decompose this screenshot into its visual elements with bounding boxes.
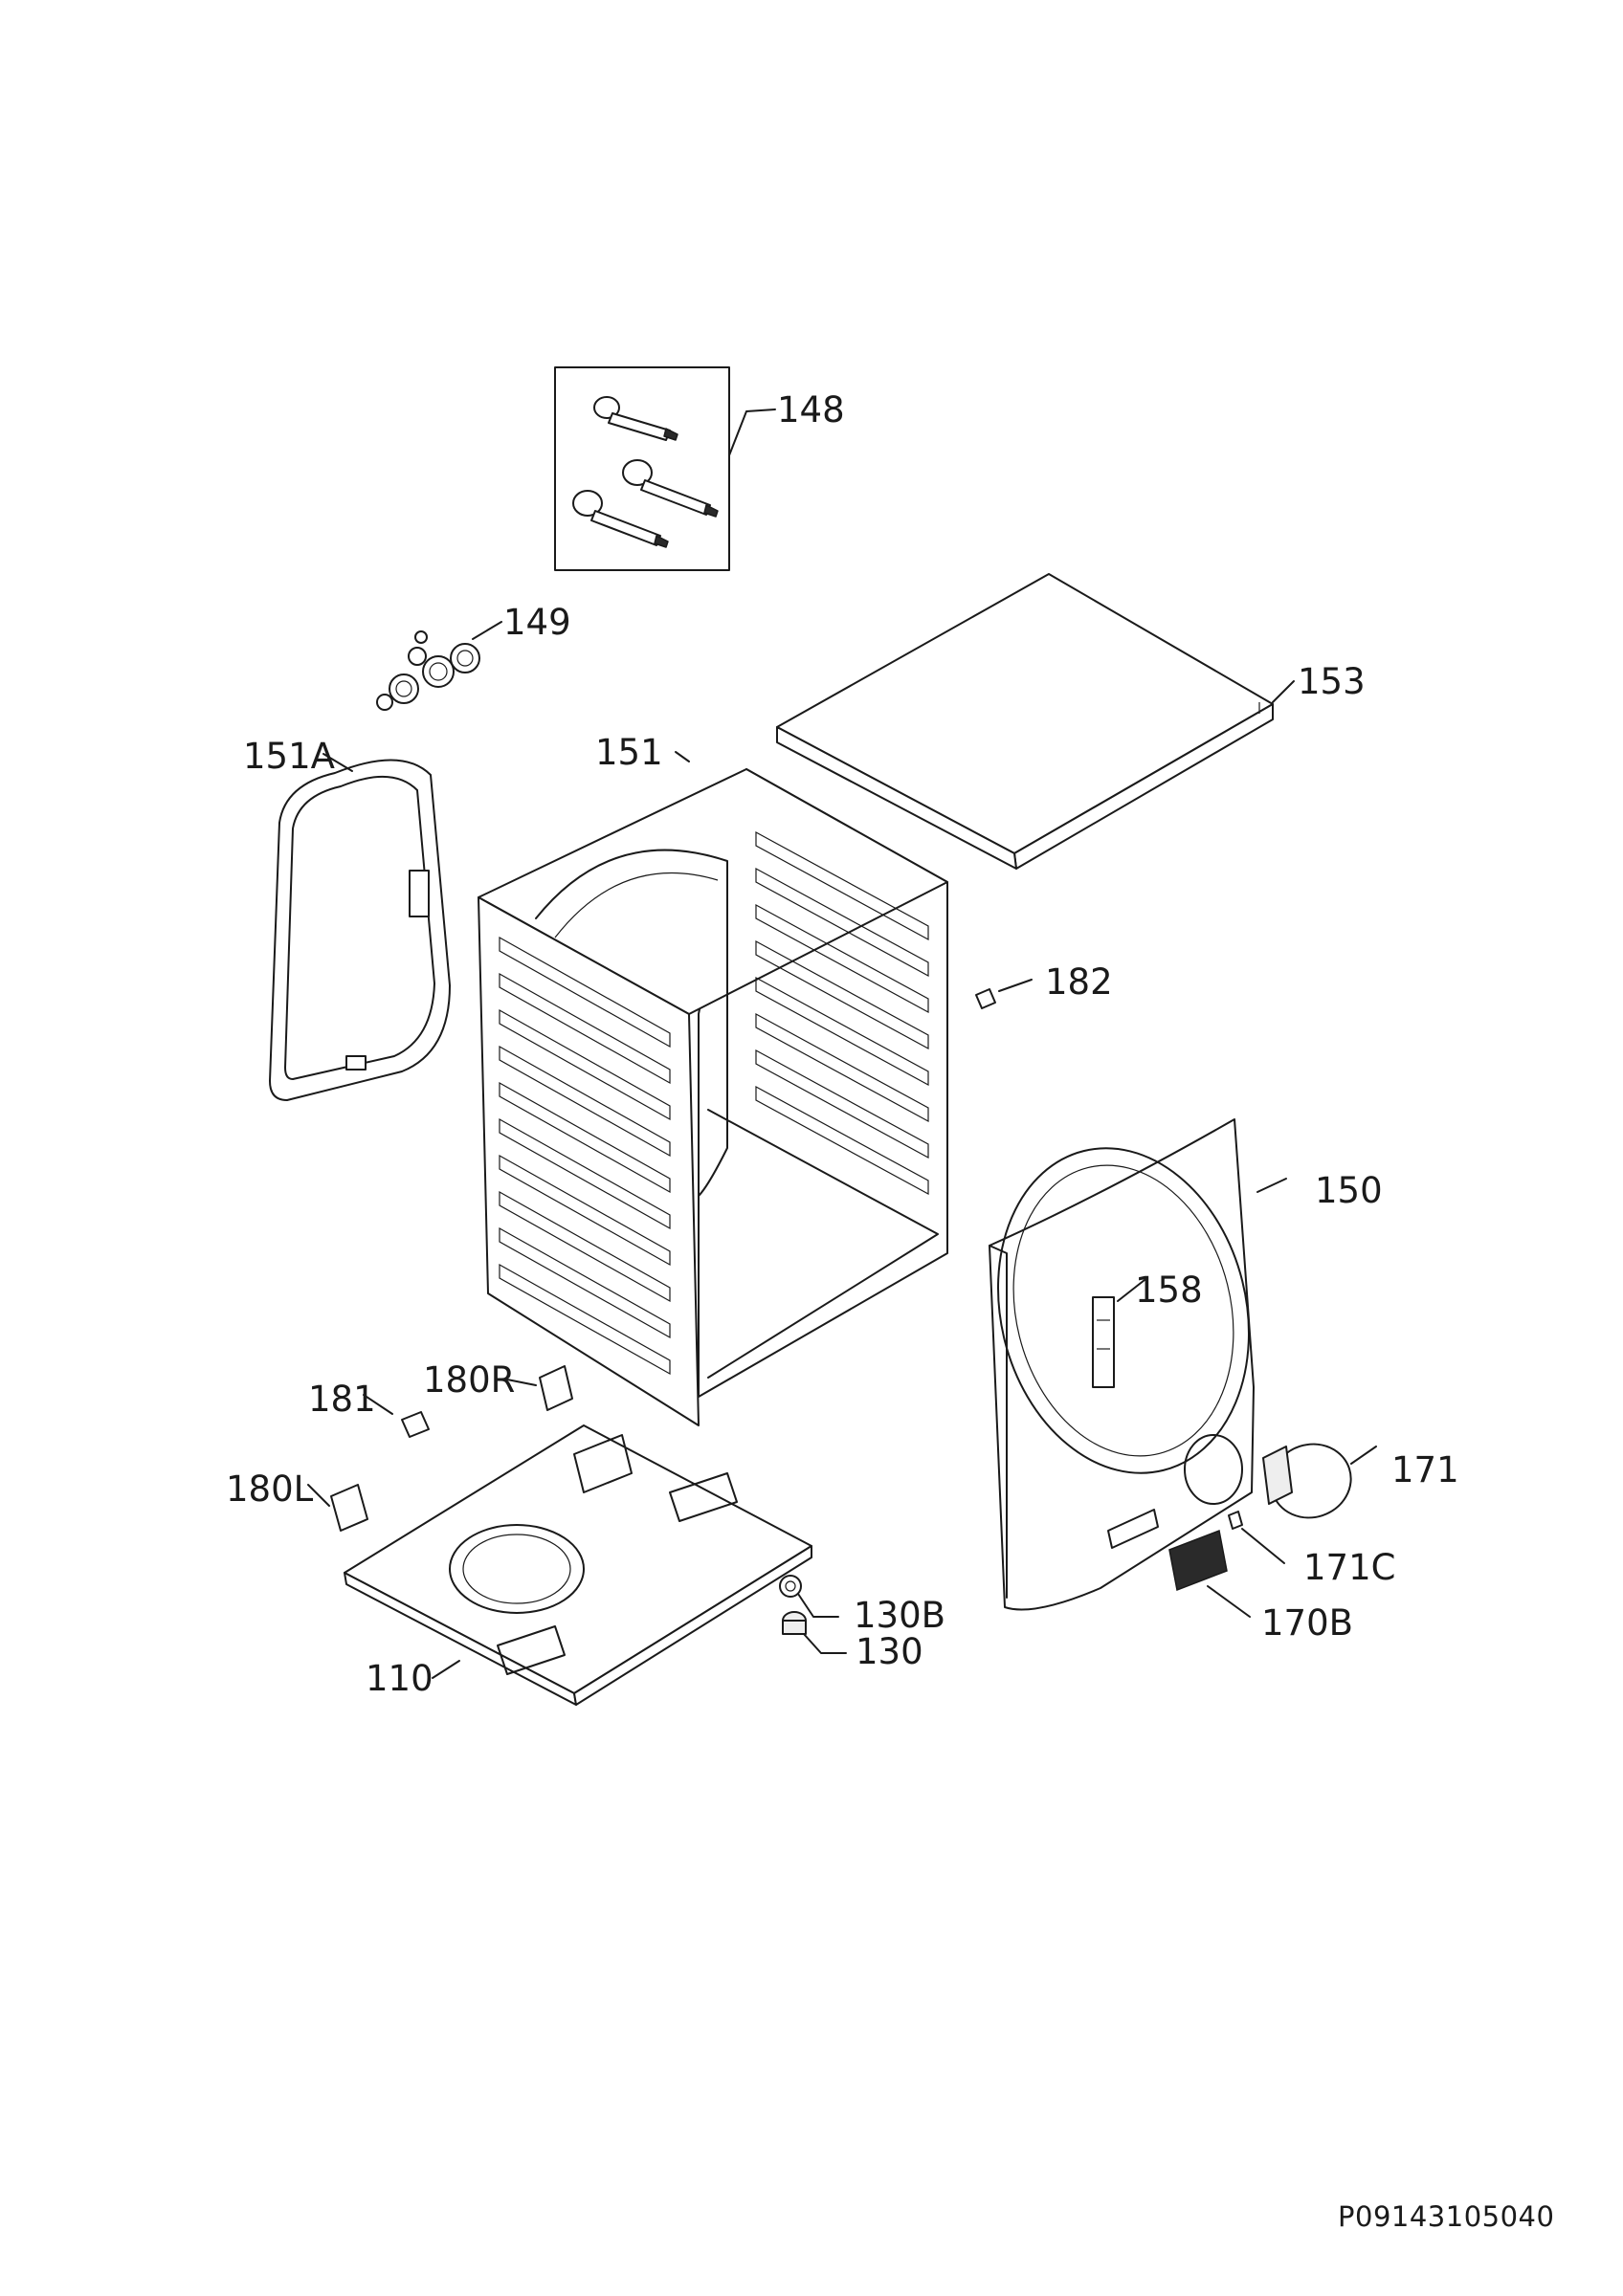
callout-181: 181 <box>308 1379 376 1420</box>
callout-171: 171 <box>1391 1449 1459 1490</box>
callout-130b: 130B <box>854 1595 946 1636</box>
callout-171c: 171C <box>1303 1547 1396 1588</box>
drawing-code: P09143105040 <box>1338 2200 1555 2233</box>
callout-130: 130 <box>856 1631 923 1672</box>
part-148-transport-bolts <box>554 366 776 571</box>
callout-153: 153 <box>1298 661 1366 702</box>
part-153-top-panel <box>776 573 1295 870</box>
part-150-front-panel <box>989 1118 1287 1611</box>
part-181-clip <box>363 1394 430 1438</box>
part-130b-foot <box>779 1575 839 1618</box>
part-110-base <box>344 1424 812 1706</box>
part-158-latch-plate <box>1092 1279 1145 1388</box>
part-170b-grille <box>1168 1529 1251 1618</box>
callout-151a: 151A <box>243 736 335 777</box>
part-171c-pin <box>1228 1511 1285 1564</box>
callout-150: 150 <box>1315 1170 1383 1211</box>
callout-151: 151 <box>595 732 663 773</box>
callout-158: 158 <box>1135 1269 1203 1311</box>
callout-170b: 170B <box>1261 1602 1354 1644</box>
part-180l-hinge-block <box>307 1484 368 1532</box>
part-151a-seal-frame <box>269 753 451 1101</box>
callout-182: 182 <box>1045 961 1113 1003</box>
part-180r-hinge-block <box>506 1365 573 1411</box>
callout-180r: 180R <box>423 1359 516 1401</box>
part-130-foot <box>782 1611 847 1654</box>
part-149-caps-rings <box>376 621 502 711</box>
callout-148: 148 <box>777 389 845 430</box>
callout-180l: 180L <box>226 1468 314 1510</box>
callout-149: 149 <box>503 602 571 643</box>
part-171-cover <box>1262 1443 1377 1519</box>
callout-110: 110 <box>366 1658 434 1699</box>
part-182-clip <box>975 979 1033 1009</box>
part-151-cabinet <box>478 751 948 1426</box>
